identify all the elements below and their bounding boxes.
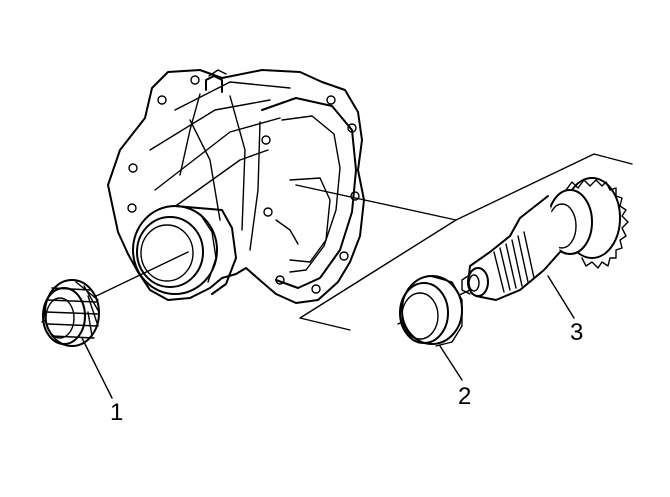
callout-label-1: 1: [110, 399, 123, 426]
bearing-cup-part-2: [399, 275, 463, 381]
input-shaft-part-3: [461, 177, 629, 319]
callout-label-2: 2: [458, 383, 471, 410]
transfer-case-housing: [107, 69, 365, 304]
bearing-cup-part-1: [42, 279, 113, 399]
callout-label-3: 3: [570, 319, 583, 346]
